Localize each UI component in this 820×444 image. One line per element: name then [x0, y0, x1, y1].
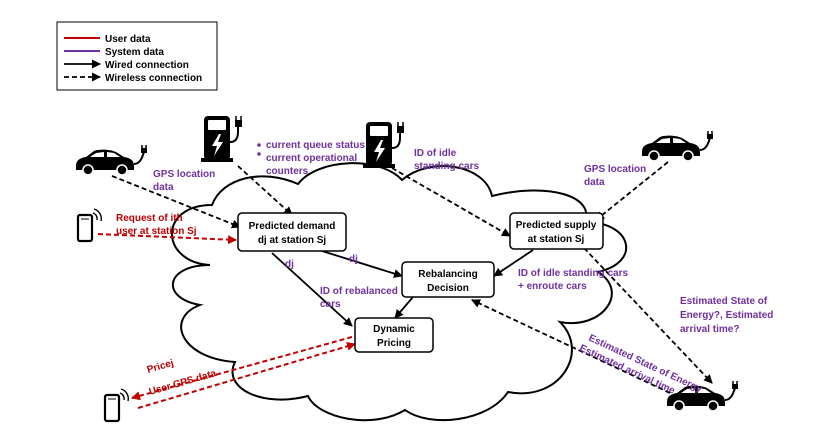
legend-system-label: System data: [105, 47, 164, 58]
node-dynamic-pricing-line2: Pricing: [377, 338, 411, 349]
link-request-to-demand: [97, 233, 237, 245]
node-predicted-supply-line1: Predicted supply: [516, 220, 597, 231]
node-dynamic-pricing: Dynamic Pricing: [354, 317, 434, 353]
node-rebalancing-line2: Decision: [427, 283, 469, 294]
label-price: Pricej: [146, 358, 175, 376]
ev-car-icon-left: [75, 144, 148, 176]
label-gps-right-2: data: [584, 177, 605, 188]
link-car-to-demand: [111, 175, 241, 229]
legend: User data System data Wired connection W…: [56, 21, 218, 91]
legend-wireless-label: Wireless connection: [105, 73, 202, 84]
node-predicted-supply-line2: at station Sj: [528, 234, 585, 245]
label-idle-cars-2: standing cars: [414, 161, 479, 172]
label-gps-left-2: data: [153, 182, 174, 193]
legend-wired-label: Wired connection: [105, 60, 189, 71]
label-dj-rebalancing: dj: [349, 254, 358, 265]
smartphone-icon-top: [76, 207, 103, 243]
node-rebalancing-decision: Rebalancing Decision: [401, 261, 495, 298]
link-car-to-rebalancing: [471, 299, 671, 394]
link-supply-to-car: [583, 247, 713, 384]
label-dj-pricing: dj: [285, 259, 294, 270]
legend-user-label: User data: [105, 34, 151, 45]
label-queue-status-2: current operational: [266, 153, 357, 164]
label-soe-question-1: Estimated State of: [680, 296, 768, 307]
smartphone-icon-bottom: [103, 387, 130, 423]
link-demand-to-rebalancing: [321, 250, 403, 278]
link-price-to-user: [131, 336, 353, 401]
label-idle-cars-1: ID of idle: [414, 148, 457, 159]
label-queue-status-3: counters: [266, 166, 309, 177]
ev-car-icon-right: [641, 130, 714, 162]
node-predicted-demand-line1: Predicted demand: [249, 221, 336, 232]
label-idle-enroute-2: + enroute cars: [518, 281, 587, 292]
label-request-1: Request of ith: [116, 213, 183, 224]
label-rebalanced-cars-1: ID of rebalanced: [320, 286, 398, 297]
label-gps-left-1: GPS location: [153, 169, 215, 180]
label-rebalanced-cars-2: cars: [320, 299, 341, 310]
node-rebalancing-line1: Rebalancing: [418, 269, 477, 280]
node-dynamic-pricing-line1: Dynamic: [373, 324, 415, 335]
label-soe-question-3: arrival time?: [680, 324, 739, 335]
status-dot: [257, 143, 261, 147]
node-predicted-demand-line2: dj at station Sj: [258, 235, 327, 246]
charging-station-icon-left: [200, 115, 243, 163]
link-supply-to-rebalancing: [493, 249, 534, 277]
legend-box: [56, 21, 218, 91]
node-predicted-demand: Predicted demand dj at station Sj: [237, 212, 347, 252]
link-demand-to-pricing: [271, 252, 353, 327]
node-predicted-supply: Predicted supply at station Sj: [509, 212, 604, 250]
label-idle-enroute-1: ID of idle standing cars: [518, 268, 628, 279]
link-idle-to-supply: [391, 167, 511, 237]
link-user-gps-to-pricing: [137, 341, 356, 409]
status-dot: [257, 152, 261, 156]
label-gps-right-1: GPS location: [584, 164, 646, 175]
label-request-2: user at station Sj: [116, 226, 197, 237]
label-soe-question-2: Energy?, Estimated: [680, 310, 773, 321]
link-station-to-demand: [237, 165, 293, 216]
link-rebalancing-to-pricing: [394, 296, 414, 319]
label-queue-status-1: current queue status: [266, 140, 365, 151]
charging-station-icon-center: [362, 121, 405, 169]
